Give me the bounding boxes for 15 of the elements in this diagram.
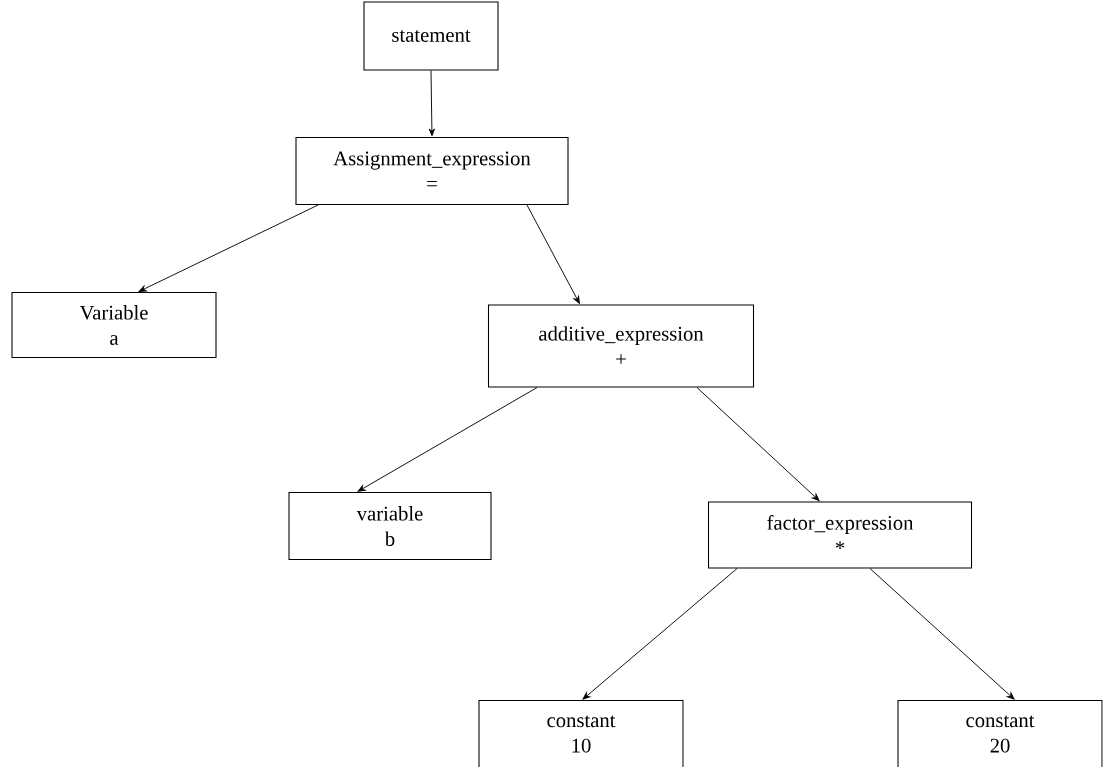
arrow: [428, 70, 435, 137]
arrow: [869, 568, 1015, 700]
arrow: [696, 387, 820, 502]
tree-node-box: Variable a: [11, 291, 217, 359]
tree-node-box: constant 10: [478, 699, 684, 767]
tree-node-box: constant 20: [897, 699, 1103, 767]
arrow: [582, 568, 738, 700]
tree-node-box: factor_expression *: [707, 501, 973, 569]
arrow: [357, 387, 538, 492]
arrow: [138, 204, 319, 292]
tree-node-box: Assignment_expression =: [295, 136, 569, 206]
tree-node-box: additive_expression +: [487, 304, 755, 388]
tree-node-box: variable b: [288, 491, 492, 561]
arrow: [526, 204, 580, 304]
tree-node-box: statement: [363, 1, 499, 71]
